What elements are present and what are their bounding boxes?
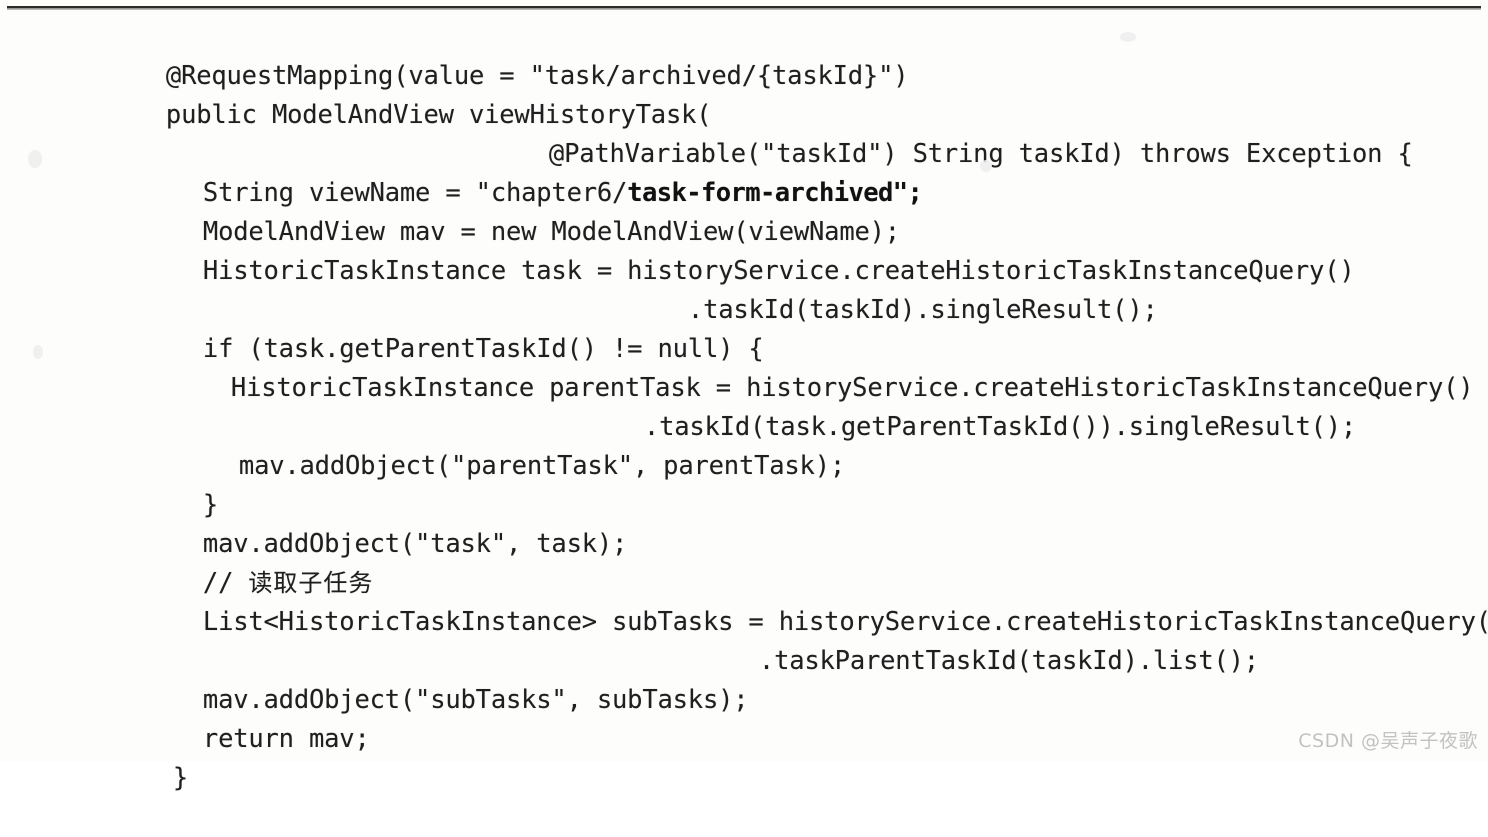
code-text: mav.addObject("task", task); bbox=[202, 529, 628, 559]
code-text: // bbox=[202, 568, 249, 598]
code-text: mav.addObject("subTasks", subTasks); bbox=[202, 685, 749, 715]
code-line: mav.addObject("subTasks", subTasks); bbox=[0, 642, 1488, 715]
code-text: .taskParentTaskId(taskId).list(); bbox=[758, 646, 1259, 676]
scan-artifact bbox=[33, 345, 43, 359]
code-line-comment: // 读取子任务 bbox=[0, 525, 1488, 598]
code-text: if (task.getParentTaskId() != null) { bbox=[202, 334, 764, 364]
code-line: .taskId(taskId).singleResult(); bbox=[0, 252, 1488, 325]
code-text: } bbox=[172, 763, 189, 793]
code-text: .taskId(taskId).singleResult(); bbox=[687, 295, 1158, 325]
scan-artifact bbox=[28, 150, 42, 168]
code-listing: @RequestMapping(value = "task/archived/{… bbox=[0, 18, 1488, 793]
code-text: List<HistoricTaskInstance> subTasks = hi… bbox=[202, 607, 1488, 637]
code-text: String viewName = "chapter6/ bbox=[202, 178, 628, 208]
scan-artifact bbox=[1120, 32, 1136, 42]
code-line: .taskId(task.getParentTaskId()).singleRe… bbox=[0, 369, 1488, 442]
code-line: .taskParentTaskId(taskId).list(); bbox=[0, 603, 1488, 676]
code-line: HistoricTaskInstance task = historyServi… bbox=[0, 213, 1488, 286]
code-line: List<HistoricTaskInstance> subTasks = hi… bbox=[0, 564, 1488, 637]
csdn-watermark: CSDN @吴声子夜歌 bbox=[1298, 730, 1478, 752]
code-text: } bbox=[202, 490, 219, 520]
scanned-page: @RequestMapping(value = "task/archived/{… bbox=[0, 6, 1488, 793]
code-text: HistoricTaskInstance parentTask = histor… bbox=[230, 373, 1474, 403]
code-line: public ModelAndView viewHistoryTask( bbox=[0, 57, 1488, 130]
code-line: mav.addObject("parentTask", parentTask); bbox=[0, 408, 1488, 481]
code-text: @PathVariable("taskId") String taskId) t… bbox=[548, 139, 1413, 169]
code-text: HistoricTaskInstance task = historyServi… bbox=[202, 256, 1355, 286]
top-rule-divider bbox=[7, 6, 1481, 10]
code-line: ModelAndView mav = new ModelAndView(view… bbox=[0, 174, 1488, 247]
code-line: } bbox=[0, 447, 1488, 520]
scan-artifact bbox=[980, 160, 992, 172]
code-line: } bbox=[0, 720, 1488, 793]
code-line: String viewName = "chapter6/task-form-ar… bbox=[0, 135, 1488, 208]
code-text: return mav; bbox=[202, 724, 370, 754]
code-line: if (task.getParentTaskId() != null) { bbox=[0, 291, 1488, 364]
code-text: public ModelAndView viewHistoryTask( bbox=[165, 100, 712, 130]
code-text: ModelAndView mav = new ModelAndView(view… bbox=[202, 217, 900, 247]
code-line: @PathVariable("taskId") String taskId) t… bbox=[0, 96, 1488, 169]
code-text-emphasis: task-form-archived"; bbox=[627, 178, 923, 208]
code-line: HistoricTaskInstance parentTask = histor… bbox=[0, 330, 1488, 403]
indent-spacer bbox=[91, 785, 173, 786]
code-line: mav.addObject("task", task); bbox=[0, 486, 1488, 559]
code-text: .taskId(task.getParentTaskId()).singleRe… bbox=[643, 412, 1357, 442]
code-line: @RequestMapping(value = "task/archived/{… bbox=[0, 18, 1488, 91]
code-line: return mav; bbox=[0, 681, 1488, 754]
code-comment-cjk: 读取子任务 bbox=[248, 569, 374, 597]
code-text: mav.addObject("parentTask", parentTask); bbox=[238, 451, 846, 481]
code-text: @RequestMapping(value = "task/archived/{… bbox=[165, 61, 909, 91]
